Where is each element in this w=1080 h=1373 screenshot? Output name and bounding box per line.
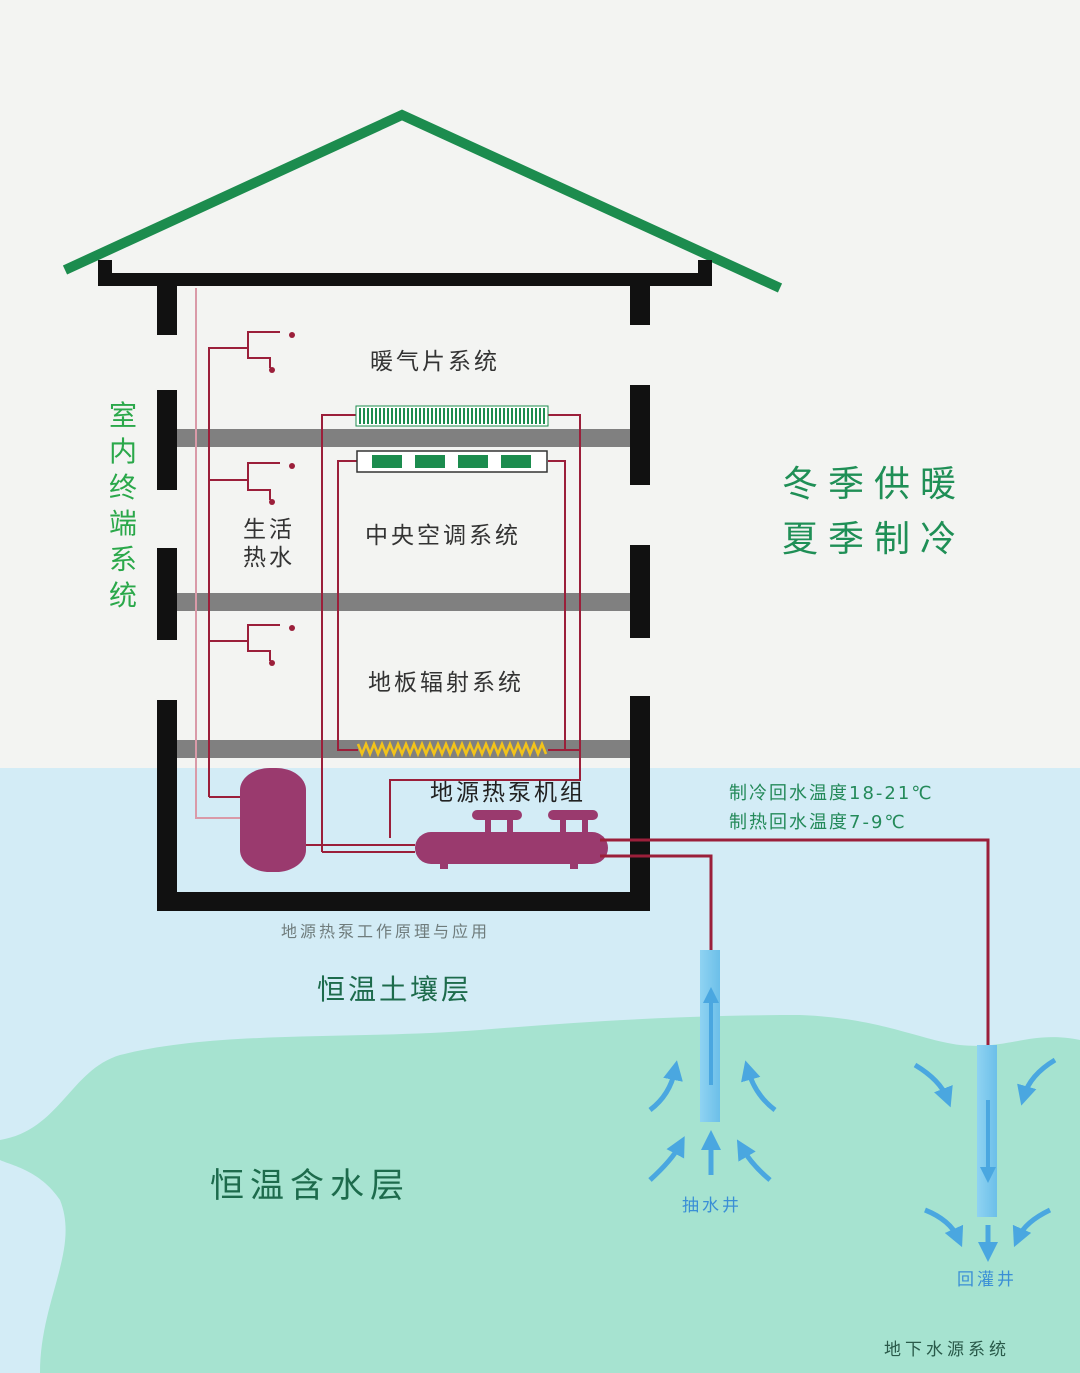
radiator-system-label: 暖气片系统 (370, 349, 500, 375)
ac-unit-icon (356, 450, 548, 473)
floor-radiant-label: 地板辐射系统 (368, 670, 524, 696)
radiator-icon (355, 405, 549, 427)
water-tank-icon (240, 768, 306, 872)
floor-slab-1 (177, 429, 630, 447)
winter-heating-label: 冬季供暖 (782, 464, 967, 505)
diagram-caption: 地源热泵工作原理与应用 (281, 922, 491, 941)
flow-arrow-icon (648, 987, 1057, 1262)
system-pipes (305, 414, 581, 853)
hot-water-pipes (195, 288, 280, 819)
aquifer-layer (0, 1015, 1080, 1373)
constant-soil-label: 恒温土壤层 (317, 973, 473, 1006)
cooling-return-temp: 制冷回水温度18-21℃ (729, 783, 934, 804)
heat-pump-unit-label: 地源热泵机组 (430, 780, 586, 806)
ground-floor-slab (157, 892, 650, 911)
hot-water-label-2: 热水 (243, 545, 295, 571)
heat-pump-icon (415, 810, 608, 869)
faucet-icon (269, 332, 295, 666)
ground-pipes (600, 838, 990, 1045)
heating-return-temp: 制热回水温度7-9℃ (729, 812, 907, 833)
groundwater-system-label: 地下水源系统 (884, 1340, 1010, 1360)
floor-slab-2 (177, 593, 630, 611)
left-wall (157, 286, 177, 911)
right-wall (630, 286, 650, 911)
floor-heating-coil-icon (356, 740, 548, 758)
recharge-well-label: 回灌井 (957, 1270, 1017, 1290)
hot-water-label-1: 生活 (243, 517, 295, 543)
indoor-terminal-label: 室内终端系统 (108, 399, 137, 612)
summer-cooling-label: 夏季制冷 (782, 519, 967, 560)
pumping-well-label: 抽水井 (682, 1196, 742, 1216)
roof (62, 109, 783, 293)
central-ac-label: 中央空调系统 (365, 523, 521, 549)
constant-aquifer-label: 恒温含水层 (210, 1166, 410, 1206)
